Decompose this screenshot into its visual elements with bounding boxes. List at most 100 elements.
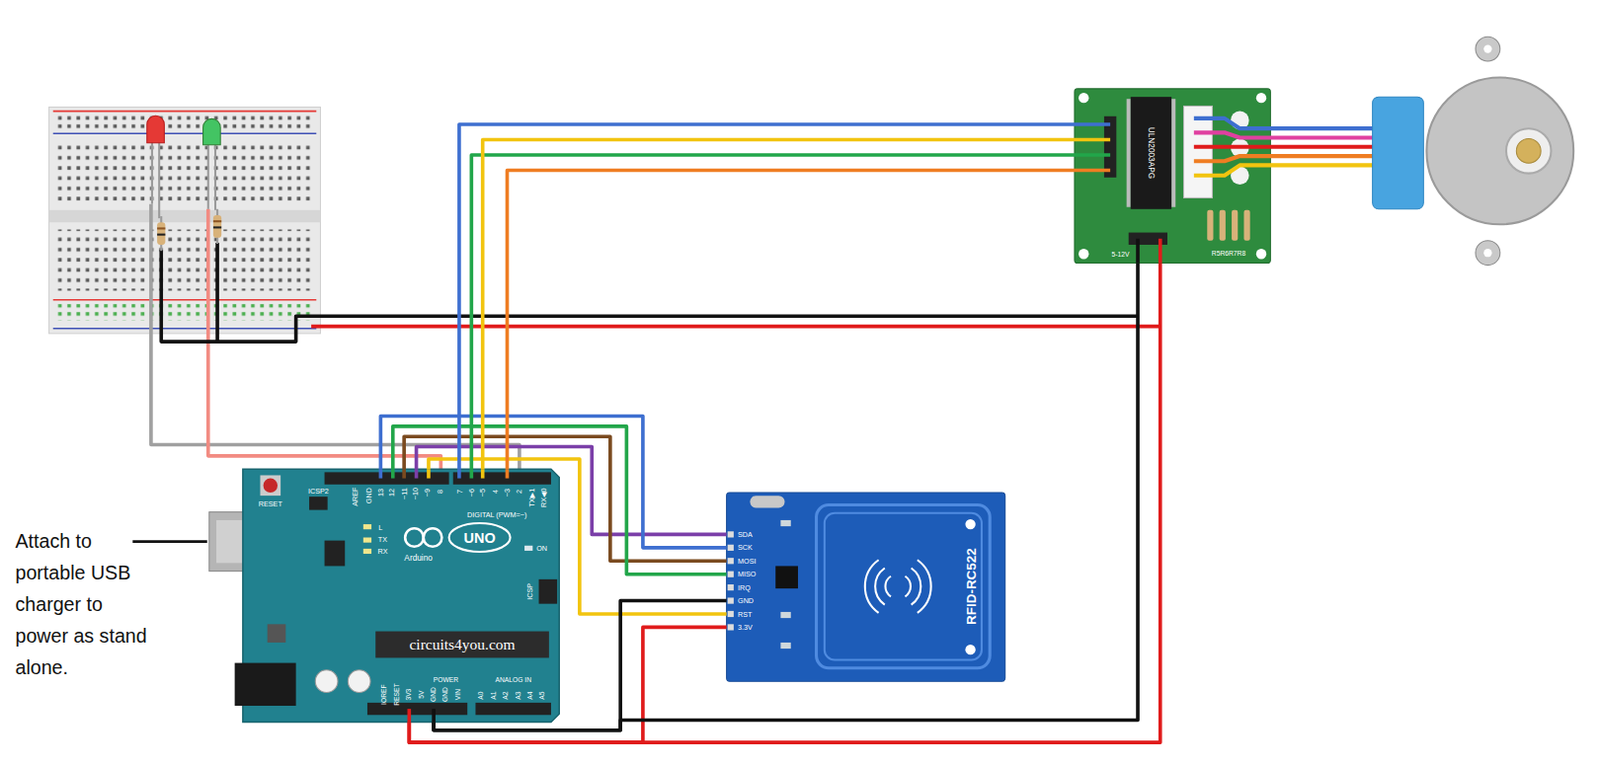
- arduino-board-art-part: [324, 541, 346, 567]
- pin-label: ICSP: [526, 583, 534, 601]
- arduino-board-art-part: [453, 472, 552, 484]
- watermark: circuits4you.com: [408, 637, 515, 652]
- driver-board-art-part: [1206, 210, 1213, 241]
- pin-label: 3V3: [405, 689, 413, 702]
- driver-board-art-part: [1158, 239, 1163, 264]
- led-red-part: [151, 141, 154, 205]
- driver-board-art-part: [1171, 98, 1176, 208]
- breadboard-part: [53, 299, 318, 302]
- pin-label: VIN: [455, 689, 463, 701]
- rfid-module-art-part: [727, 597, 734, 604]
- stepper-motor-part: [1483, 248, 1492, 257]
- pin-label: RST: [737, 610, 752, 618]
- arduino-board-art-part: [347, 670, 371, 694]
- rfid-module-art-part: [824, 513, 982, 661]
- rfid-module-art-part: [727, 624, 734, 631]
- rfid-module-art-part: [749, 495, 785, 508]
- pin-label: A4: [527, 692, 535, 701]
- driver-board-art-part: [1135, 239, 1140, 264]
- arduino-board-art-part: [524, 546, 533, 552]
- arduino-board-art-part: [431, 709, 436, 722]
- stepper-motor-part: [1506, 128, 1551, 173]
- leader-line: [132, 540, 207, 544]
- pin-label: RX◀0: [540, 487, 548, 508]
- arduino-board-art-part: [363, 549, 372, 555]
- stepper-motor: [1372, 36, 1575, 265]
- pin-label: A1: [490, 692, 498, 701]
- pin-label: ANALOG IN: [494, 677, 532, 685]
- pin-label: MISO: [737, 570, 756, 578]
- pin-label: A2: [502, 692, 510, 701]
- driver-board-art-part: [1078, 248, 1089, 259]
- pin-label: A0: [478, 692, 485, 701]
- rfid-module-art: [726, 492, 1006, 682]
- breadboard-part: [49, 106, 321, 333]
- arduino-board-art-part: [363, 537, 372, 543]
- pin-label: GND: [737, 597, 754, 605]
- stepper-motor-part: [1475, 240, 1501, 266]
- led-wiring-part: [215, 242, 220, 342]
- pin-label: 4: [490, 489, 498, 494]
- rfid-module-art-part-part: [865, 560, 880, 614]
- pin-label: A5: [539, 692, 547, 701]
- board-label: UNO: [464, 530, 496, 545]
- pin-label: AREF: [351, 487, 359, 507]
- rfid-module-art-part: [727, 558, 734, 564]
- motor-cable-part: [1194, 118, 1380, 129]
- led-red-part: [157, 234, 165, 237]
- rfid-module-art-part-part: [875, 567, 885, 605]
- motor-cable: [1194, 118, 1380, 176]
- pin-label: R5R6R7R8: [1211, 250, 1246, 258]
- rfid-module-art-part: [865, 560, 932, 614]
- driver-board-art-part: [1231, 210, 1238, 241]
- arduino-board-art-part: [407, 709, 412, 722]
- rfid-module: RFID-RC522: [726, 492, 1006, 682]
- pin-label: 8: [436, 489, 444, 494]
- arduino-board-art-part: [426, 469, 431, 479]
- arduino-board-art-part: [375, 632, 550, 659]
- arduino-board-art-part: [414, 469, 419, 479]
- driver-board-art-part: [1074, 138, 1111, 143]
- pin-label: RX: [377, 547, 388, 555]
- pin-label: DIGITAL (PWM=~): [467, 511, 527, 519]
- motor-cable-part: [1194, 164, 1380, 175]
- pin-label: ON: [536, 545, 548, 553]
- pin-label: ICSP2: [308, 486, 329, 494]
- breadboard: [49, 106, 321, 333]
- callout-note: Attach to portable USB charger to power …: [14, 525, 159, 684]
- wire: [393, 426, 727, 575]
- breadboard-part: [53, 327, 318, 330]
- led-red-part: [157, 222, 165, 245]
- arduino-board-art-part: [539, 579, 559, 605]
- led-green-part: [213, 215, 222, 239]
- stepper-motor-part: [1372, 96, 1425, 210]
- led-green-part: [207, 145, 210, 210]
- driver-board: ULN2003APG: [1074, 88, 1271, 264]
- led-wiring-part: [311, 324, 1161, 329]
- driver-board-art-part: [1074, 122, 1111, 127]
- pin-label: ~11: [400, 487, 408, 500]
- stepper-motor-part: [1475, 36, 1501, 62]
- pin-label: TX: [378, 536, 388, 544]
- driver-board-art-part: [1074, 153, 1111, 158]
- board-label: ULN2003APG: [1146, 127, 1155, 179]
- arduino-board-art-part: [259, 475, 281, 496]
- led-red: [147, 115, 166, 251]
- led-green-part: [214, 145, 217, 211]
- wire: [482, 140, 1075, 471]
- wire: [403, 436, 726, 561]
- pin-label: GND: [442, 687, 450, 703]
- pin-label: ~5: [479, 488, 486, 497]
- motor-cable-part: [1194, 145, 1380, 150]
- arduino-board-art-part: [309, 496, 328, 510]
- pin-label: ~6: [468, 488, 476, 497]
- arduino-board-art-part: [480, 469, 485, 479]
- wire: [507, 170, 1075, 471]
- driver-board-art-part: [1074, 168, 1111, 173]
- pin-label: 2: [515, 489, 523, 494]
- driver-board-art-part: [1256, 248, 1267, 259]
- breadboard-part: [57, 229, 313, 291]
